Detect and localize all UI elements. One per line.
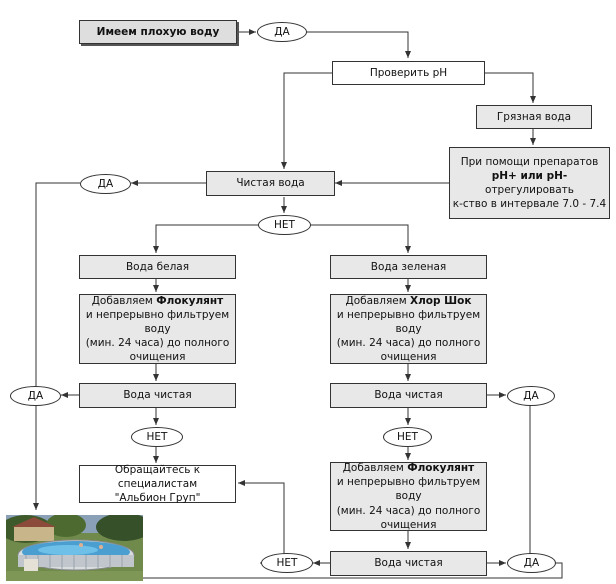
green-water-label: Вода зеленая <box>370 260 447 273</box>
clean-water-label: Чистая вода <box>236 177 305 190</box>
add-line3: (мин. 24 часа) до полного <box>336 337 481 350</box>
no-oval-right-mid: НЕТ <box>383 427 432 447</box>
yes-oval-bottom: ДА <box>507 553 556 573</box>
adjust-ph-line1: При помощи препаратов <box>460 155 599 168</box>
check-ph-label: Проверить pH <box>369 66 448 79</box>
no-label: НЕТ <box>146 431 168 443</box>
adjust-ph-products: pH+ или pH- <box>491 169 568 182</box>
add-verb: Добавляем <box>342 462 408 475</box>
yes-label: ДА <box>27 390 44 402</box>
add-line4: очищения <box>129 351 186 364</box>
dirty-water-label: Грязная вода <box>496 110 572 123</box>
connector <box>281 72 332 169</box>
add-line2: и непрерывно фильтруем воду <box>336 476 481 503</box>
connector <box>311 224 411 253</box>
no-oval-top: НЕТ <box>258 215 311 235</box>
adjust-ph-line2: отрегулировать <box>485 184 574 196</box>
white-water-box: Вода белая <box>79 255 236 279</box>
clean-water-box: Чистая вода <box>206 171 335 196</box>
no-label: НЕТ <box>276 557 298 569</box>
no-oval-bottom: НЕТ <box>261 553 313 573</box>
yes-oval-top: ДА <box>257 22 307 42</box>
add-line3: (мин. 24 часа) до полного <box>336 504 481 517</box>
add-line3: (мин. 24 часа) до полного <box>85 337 230 350</box>
connector <box>306 31 411 58</box>
water-clean-label: Вода чистая <box>374 389 443 402</box>
add-line4: очищения <box>380 351 437 364</box>
no-label: НЕТ <box>397 431 418 443</box>
check-ph-box: Проверить pH <box>332 61 485 85</box>
green-water-box: Вода зеленая <box>330 255 487 279</box>
specialists-box: Обращайтесь к специалистам "Альбион Груп… <box>79 463 236 505</box>
flocculant-product: Флокулянт <box>407 462 475 475</box>
right-water-clean-box: Вода чистая <box>330 383 487 408</box>
add-flocculant-box: Добавляем Флокулянт и непрерывно фильтру… <box>79 294 236 364</box>
water-clean-label: Вода чистая <box>123 389 192 402</box>
specialists-line1: Обращайтесь к специалистам <box>114 463 201 490</box>
add-line2: и непрерывно фильтруем воду <box>336 308 481 335</box>
left-water-clean-box: Вода чистая <box>79 383 236 408</box>
yes-oval-left-mid: ДА <box>10 386 61 406</box>
dirty-water-box: Грязная вода <box>476 105 592 129</box>
yes-oval-right-mid: ДА <box>507 386 555 406</box>
connector <box>485 72 536 103</box>
yes-label: ДА <box>523 557 540 569</box>
yes-label: ДА <box>97 178 114 190</box>
add-verb: Добавляем <box>345 294 410 307</box>
adjust-ph-line3: к-ство в интервале 7.0 - 7.4 <box>452 198 607 211</box>
connector <box>153 224 258 253</box>
bottom-water-clean-box: Вода чистая <box>330 551 487 576</box>
add-verb: Добавляем <box>91 294 157 307</box>
bad-water-box: Имеем плохую воду <box>79 20 237 44</box>
swimming-pool-photo <box>6 515 143 581</box>
flocculant-product: Флокулянт <box>156 294 224 307</box>
add-line2: и непрерывно фильтруем воду <box>85 308 230 335</box>
pool-illustration <box>6 515 143 581</box>
yes-label: ДА <box>523 390 539 402</box>
adjust-ph-box: При помощи препаратов pH+ или pH- отрегу… <box>449 147 610 219</box>
chlorine-shock-product: Хлор Шок <box>410 294 472 307</box>
connector <box>33 182 80 510</box>
add-chlorine-shock-box: Добавляем Хлор Шок и непрерывно фильтруе… <box>330 294 487 364</box>
specialists-company: "Альбион Груп" <box>114 492 201 505</box>
water-clean-label: Вода чистая <box>374 557 443 570</box>
yes-oval-left-top: ДА <box>80 174 131 194</box>
no-label: НЕТ <box>274 219 295 231</box>
add-flocculant-box-2: Добавляем Флокулянт и непрерывно фильтру… <box>330 462 487 531</box>
bad-water-label: Имеем плохую воду <box>96 25 220 38</box>
connector <box>238 480 285 564</box>
white-water-label: Вода белая <box>125 260 190 273</box>
no-oval-left-mid: НЕТ <box>131 427 183 447</box>
yes-label: ДА <box>274 26 290 38</box>
add-line4: очищения <box>380 518 437 531</box>
